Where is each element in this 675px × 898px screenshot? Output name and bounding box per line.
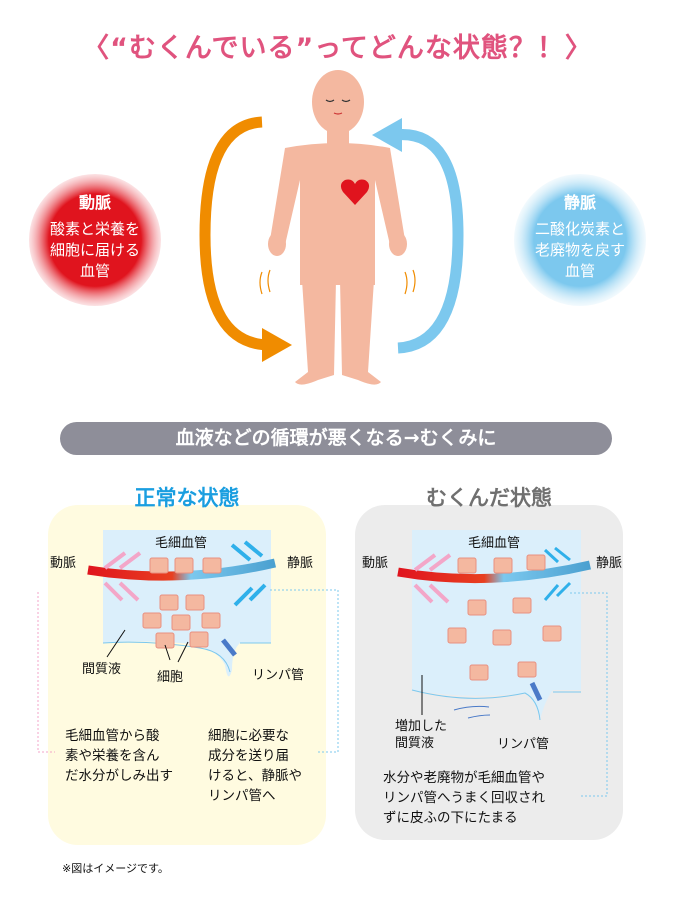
capillary-label: 毛細血管 — [468, 536, 521, 551]
footnote: ※図はイメージです。 — [62, 862, 169, 875]
artery-label: 動脈 — [362, 556, 389, 571]
cell-label: 細胞 — [157, 670, 184, 685]
desc-line: 毛細血管から酸 — [65, 728, 160, 744]
desc-line: けると、静脈や — [208, 768, 302, 784]
desc-line: 細胞に必要な — [208, 728, 289, 744]
label-line: 間質液 — [395, 736, 435, 751]
desc-line: ずに皮ふの下にたまる — [383, 810, 518, 826]
lymph-label: リンパ管 — [252, 668, 305, 683]
page-title: 〈“むくんでいる”ってどんな状態？！〉 — [82, 33, 593, 64]
artery-label: 動脈 — [50, 556, 77, 571]
artery-heading: 動脈 — [78, 193, 111, 212]
swollen-heading: むくんだ状態 — [426, 486, 552, 510]
human-figure — [268, 70, 407, 385]
desc-line: だ水分がしみ出す — [65, 768, 173, 784]
artery-description: 動脈 酸素と栄養を 細胞に届ける 血管 — [29, 192, 161, 282]
summary-banner: 血液などの循環が悪くなる→むくみに — [60, 422, 612, 455]
vein-line: 二酸化炭素と — [534, 220, 625, 238]
artery-line: 血管 — [79, 262, 110, 280]
increased-interstitial-label: 増加した 間質液 — [395, 718, 447, 752]
vein-description: 静脈 二酸化炭素と 老廃物を戻す 血管 — [514, 192, 646, 282]
capillary-label: 毛細血管 — [155, 536, 208, 551]
vein-line: 血管 — [564, 262, 595, 280]
artery-circle — [29, 174, 161, 306]
vein-label: 静脈 — [596, 556, 623, 571]
swollen-desc: 水分や老廃物が毛細血管や リンパ管へうまく回収され ずに皮ふの下にたまる — [383, 768, 545, 828]
desc-line: 成分を送り届 — [208, 748, 289, 764]
orange-circulation-arrow — [199, 116, 271, 351]
label-line: 増加した — [395, 719, 448, 734]
heart-icon — [340, 179, 370, 205]
vein-label: 静脈 — [287, 556, 314, 571]
desc-line: 素や栄養を含ん — [65, 748, 160, 764]
vein-circle — [514, 174, 646, 306]
artery-line: 細胞に届ける — [49, 241, 140, 259]
normal-desc-right: 細胞に必要な 成分を送り届 けると、静脈や リンパ管へ — [208, 726, 302, 806]
desc-line: リンパ管へ — [208, 788, 276, 804]
interstitial-label: 間質液 — [82, 662, 122, 677]
normal-cells — [142, 557, 222, 649]
swollen-cells — [447, 554, 562, 681]
artery-line: 酸素と栄養を — [49, 220, 140, 238]
lymph-label: リンパ管 — [497, 737, 550, 752]
desc-line: リンパ管へうまく回収され — [383, 790, 545, 806]
normal-heading: 正常な状態 — [134, 486, 240, 510]
blue-circulation-arrow — [394, 129, 464, 354]
normal-desc-left: 毛細血管から酸 素や栄養を含ん だ水分がしみ出す — [65, 726, 173, 786]
desc-line: 水分や老廃物が毛細血管や — [383, 770, 545, 786]
vein-heading: 静脈 — [563, 193, 596, 212]
vein-line: 老廃物を戻す — [534, 241, 625, 259]
